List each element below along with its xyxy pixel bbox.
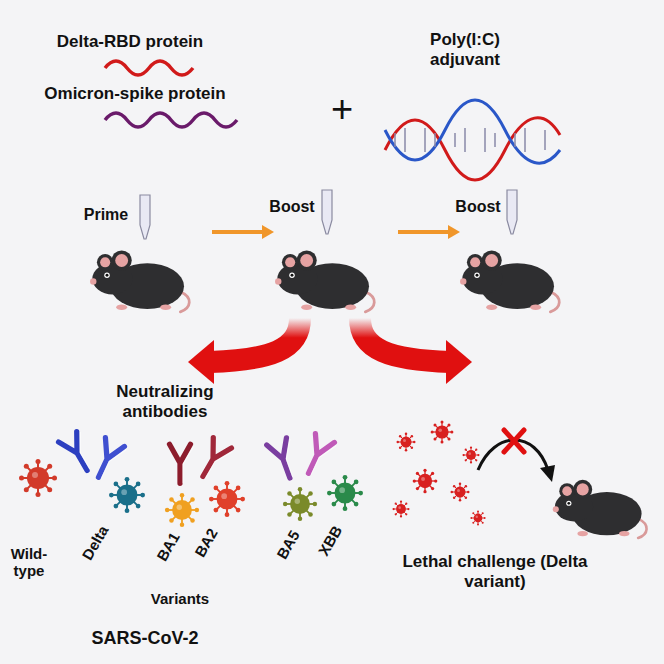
- protein-label: Delta-RBD protein: [40, 32, 220, 52]
- challenge-label: Lethal challenge (Delta variant): [385, 552, 605, 591]
- adjuvant-label: Poly(I:C) adjuvant: [415, 30, 515, 69]
- poly-ic-helix: [385, 100, 560, 180]
- omicron-spike-wave: [105, 113, 237, 127]
- pipette: [140, 190, 517, 239]
- arrowhead: [540, 465, 555, 482]
- group-label: Variants: [135, 590, 225, 607]
- mouse: [460, 250, 559, 311]
- virus-name: SARS-CoV-2: [50, 628, 240, 649]
- blocked-mark: [504, 430, 524, 452]
- variant-label: Delta: [75, 517, 115, 569]
- plus-sign: +: [322, 88, 362, 132]
- challenge-virions: [392, 421, 485, 526]
- antibody: [59, 430, 338, 483]
- variant-label: BA2: [189, 521, 224, 564]
- variant-label: XBB: [313, 519, 348, 562]
- result-heading: Neutralizing antibodies: [90, 382, 240, 421]
- step-label: Prime: [76, 206, 136, 224]
- mouse: [90, 250, 189, 311]
- boost-arrow: [212, 225, 460, 239]
- mouse: [275, 250, 374, 311]
- mouse: [553, 480, 647, 538]
- step-label: Boost: [262, 198, 322, 216]
- virus: [19, 459, 363, 527]
- variant-label: BA5: [271, 523, 306, 566]
- outcome-arrow: [188, 318, 472, 384]
- step-label: Boost: [448, 198, 508, 216]
- delta-rbd-wave: [105, 61, 193, 75]
- variant-label: BA1: [151, 525, 186, 568]
- variant-label: Wild-type: [4, 545, 54, 580]
- protein-label: Omicron-spike protein: [30, 84, 240, 104]
